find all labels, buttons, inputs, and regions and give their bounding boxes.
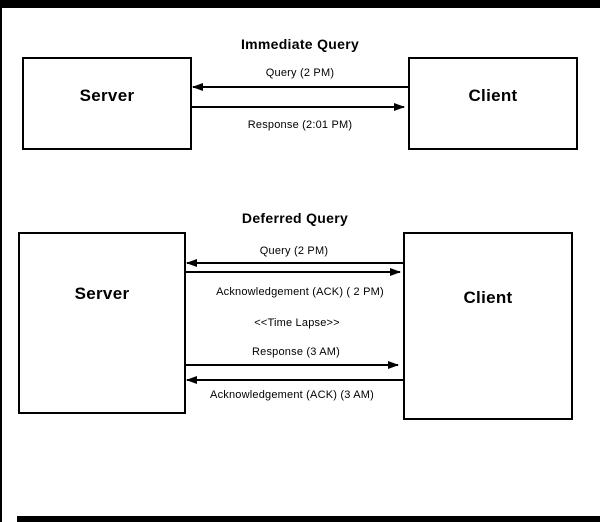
server-box: Server <box>22 57 192 150</box>
server-label: Server <box>79 86 135 105</box>
client-label: Client <box>468 86 518 105</box>
arrowhead-left-icon <box>192 83 203 91</box>
message-arrow-query <box>192 83 408 91</box>
message-label-query: Query (2 PM) <box>259 245 329 257</box>
frame-bottom-bar <box>17 516 600 522</box>
arrowhead-right-icon <box>390 268 401 276</box>
time-lapse-label: <<Time Lapse>> <box>254 317 340 329</box>
message-arrow-ack-2pm <box>186 268 401 276</box>
arrowhead-right-icon <box>388 361 399 369</box>
message-label-query: Query (2 PM) <box>265 67 335 79</box>
arrowhead-left-icon <box>186 259 197 267</box>
client-box: Client <box>403 232 573 420</box>
frame-left-bar <box>0 0 2 522</box>
client-box: Client <box>408 57 578 150</box>
message-label-response: Response (2:01 PM) <box>247 119 353 131</box>
section-title-deferred: Deferred Query <box>241 210 349 226</box>
message-label-ack-2pm: Acknowledgement (ACK) ( 2 PM) <box>216 286 384 298</box>
arrowhead-right-icon <box>394 103 405 111</box>
server-box: Server <box>18 232 186 414</box>
message-arrow-response <box>186 361 399 369</box>
message-label-ack-3am: Acknowledgement (ACK) (3 AM) <box>210 389 374 401</box>
client-label: Client <box>463 288 513 307</box>
message-arrow-query <box>186 259 403 267</box>
message-arrow-response <box>192 103 405 111</box>
server-label: Server <box>74 284 130 303</box>
message-label-response: Response (3 AM) <box>252 346 340 358</box>
message-arrow-ack-3am <box>186 376 403 384</box>
arrowhead-left-icon <box>186 376 197 384</box>
frame-top-bar <box>0 0 600 8</box>
section-title-immediate: Immediate Query <box>240 36 360 52</box>
